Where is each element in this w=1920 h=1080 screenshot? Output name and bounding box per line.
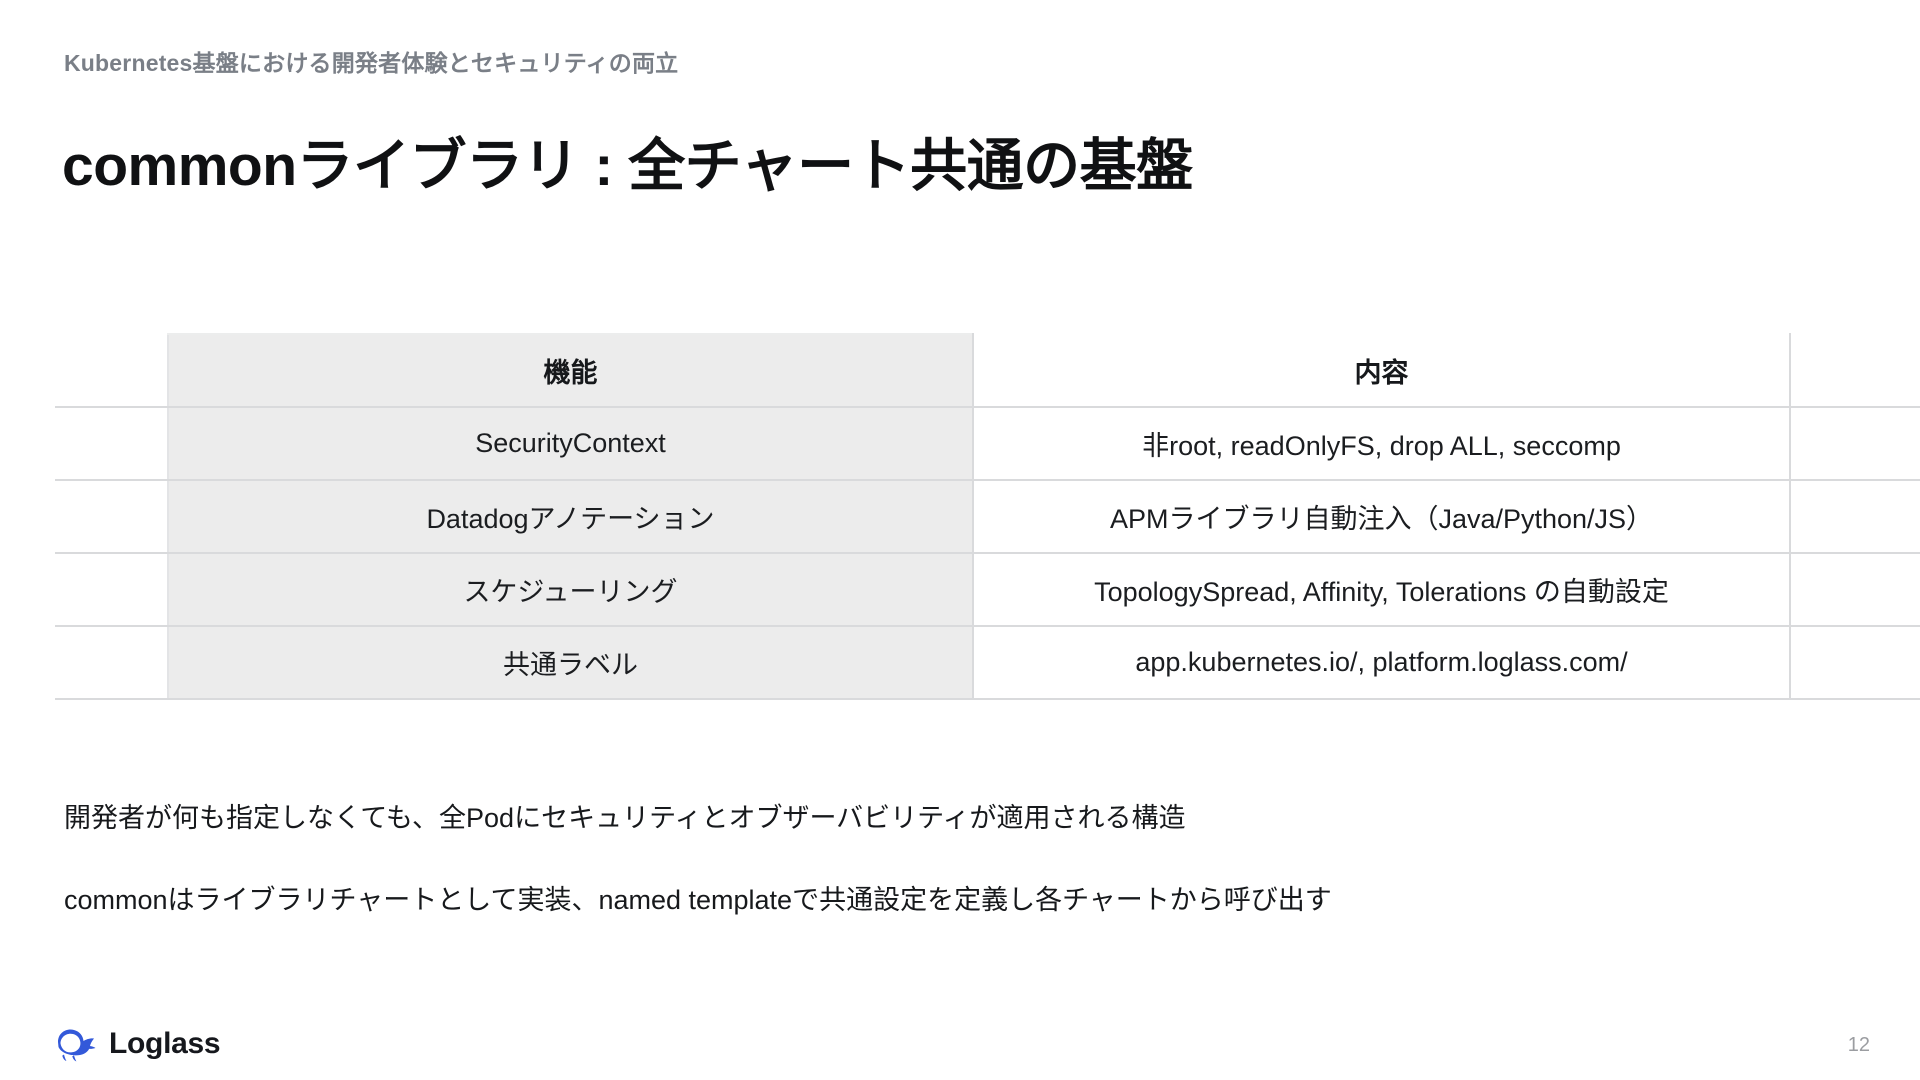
table-spacer-left [55,334,168,407]
whale-icon [52,1024,100,1064]
cell-feature: 共通ラベル [167,625,974,700]
cell-detail: APMライブラリ自動注入（Java/Python/JS） [973,479,1791,554]
page-title: commonライブラリ : 全チャート共通の基盤 [62,134,1193,198]
row-spacer-right [1790,625,1920,700]
cell-feature: Datadogアノテーション [167,479,974,554]
brand-wordmark: Loglass [109,1027,221,1060]
cell-feature: スケジューリング [167,552,974,627]
table-header-row: 機能 内容 [55,333,1920,408]
table-row: 共通ラベル app.kubernetes.io/, platform.logla… [55,625,1920,700]
column-header-detail: 内容 [973,333,1791,408]
table-row: スケジューリング TopologySpread, Affinity, Toler… [55,552,1920,627]
table-spacer-right [1790,334,1920,407]
cell-feature: SecurityContext [167,406,974,481]
cell-detail: 非root, readOnlyFS, drop ALL, seccomp [973,406,1791,481]
cell-detail: app.kubernetes.io/, platform.loglass.com… [973,625,1791,700]
note-line-2: commonはライブラリチャートとして実装、named templateで共通設… [64,885,1332,915]
brand-logo: Loglass [52,1024,221,1064]
note-line-1: 開発者が何も指定しなくても、全Podにセキュリティとオブザーバビリティが適用され… [64,803,1186,833]
row-spacer-left [55,552,168,627]
column-header-feature: 機能 [167,333,974,408]
row-spacer-right [1790,479,1920,554]
table-row: SecurityContext 非root, readOnlyFS, drop … [55,406,1920,481]
table-row: Datadogアノテーション APMライブラリ自動注入（Java/Python/… [55,479,1920,554]
slide-eyebrow: Kubernetes基盤における開発者体験とセキュリティの両立 [64,50,679,76]
row-spacer-right [1790,406,1920,481]
cell-detail: TopologySpread, Affinity, Tolerations の自… [973,552,1791,627]
row-spacer-right [1790,552,1920,627]
row-spacer-left [55,625,168,700]
row-spacer-left [55,479,168,554]
feature-table: 機能 内容 SecurityContext 非root, readOnlyFS,… [55,333,1920,700]
page-number: 12 [1847,1034,1870,1056]
row-spacer-left [55,406,168,481]
feature-table-container: 機能 内容 SecurityContext 非root, readOnlyFS,… [55,333,1920,700]
